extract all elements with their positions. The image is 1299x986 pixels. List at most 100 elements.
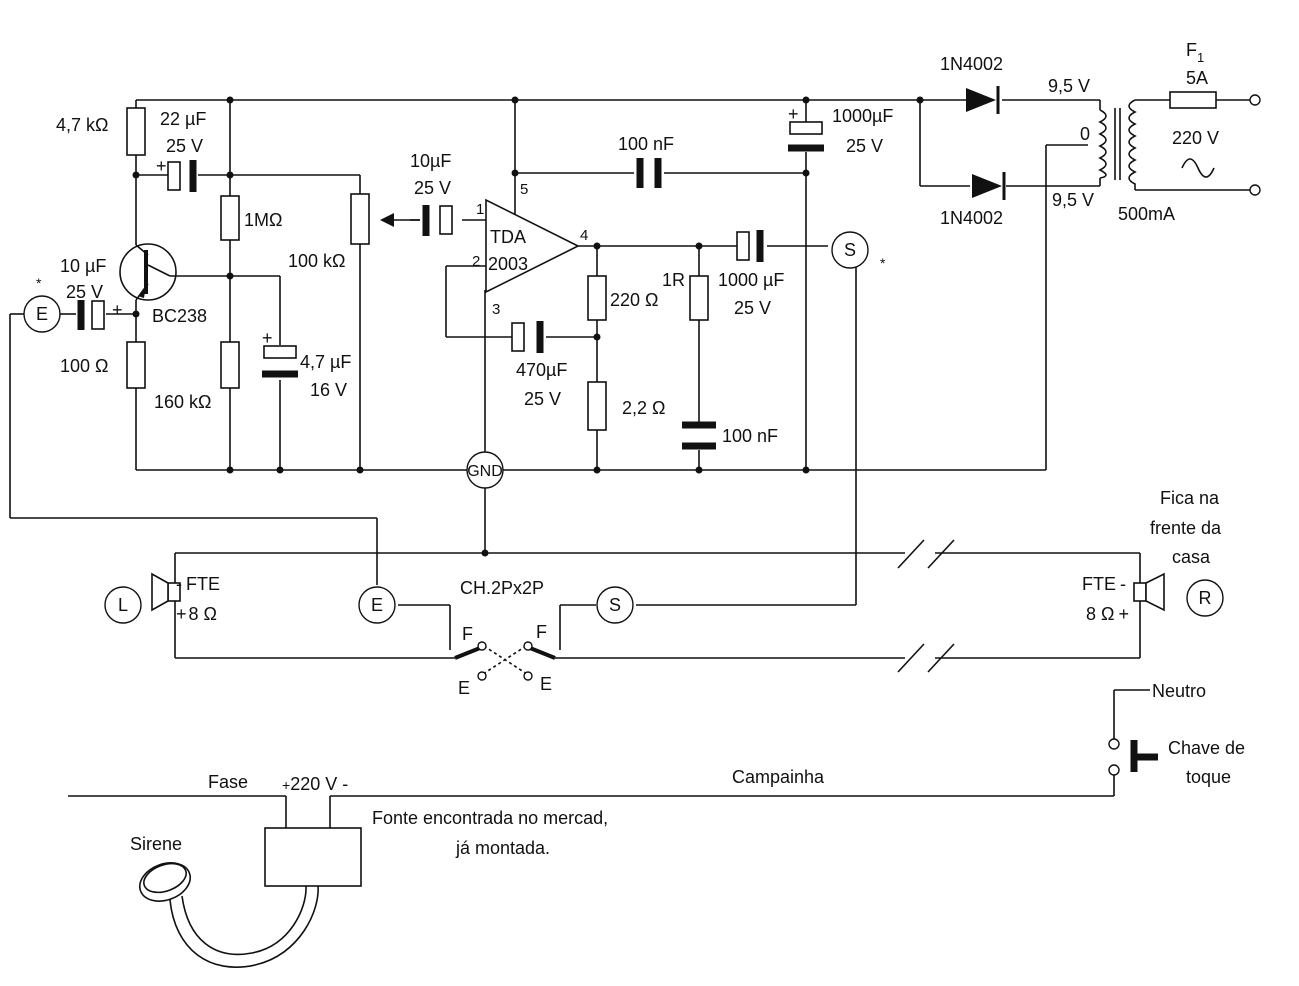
cap-emitter <box>262 345 298 378</box>
cap-470 <box>511 321 544 353</box>
label-mains-voltage: 220 V <box>1172 128 1219 148</box>
mains-terminal-top <box>1249 94 1261 106</box>
junction-dots <box>132 96 924 557</box>
transformer <box>1098 99 1137 190</box>
label-ic-line1: TDA <box>490 227 526 247</box>
fuse <box>1169 91 1217 109</box>
ic-tda2003 <box>485 198 580 294</box>
label-speaker-right-imp: 8 Ω+ <box>1086 604 1129 624</box>
label-cap-filter-value: 1000µF <box>832 106 893 126</box>
label-cap-output-voltage: 25 V <box>734 298 771 318</box>
label-ic-line2: 2003 <box>488 254 528 274</box>
label-switch-name: CH.2Px2P <box>460 578 544 598</box>
switch-dpdt <box>454 641 556 681</box>
terminal-E-input <box>23 295 61 333</box>
label-r-1R: 1R <box>662 270 685 290</box>
terminal-S-switch-label: S <box>609 595 621 615</box>
speaker-left <box>151 572 181 612</box>
cap-feedback <box>167 160 197 192</box>
terminal-E-input-label: E <box>36 304 48 324</box>
label-cap-feedback-value: 22 µF <box>160 109 206 129</box>
label-r-bias-top: 4,7 kΩ <box>56 115 108 135</box>
label-supply-voltage: +220 V- <box>282 774 348 794</box>
label-tx-center: 0 <box>1080 124 1090 144</box>
label-speaker-left-imp: +8 Ω <box>176 604 217 624</box>
terminal-E-switch-label: E <box>371 595 383 615</box>
label-cap-emitter-value: 4,7 µF <box>300 352 351 372</box>
label-diode-bottom: 1N4002 <box>940 208 1003 228</box>
bell-wiring <box>68 689 1158 828</box>
r-1M <box>220 195 240 241</box>
terminal-R <box>1186 579 1224 617</box>
label-r-220: 220 Ω <box>610 290 659 310</box>
siren <box>139 862 319 968</box>
label-neutral: Neutro <box>1152 681 1206 701</box>
terminal-R-label: R <box>1199 588 1212 608</box>
terminal-S-switch <box>596 586 634 624</box>
label-speaker-right-name: FTE- <box>1082 574 1126 594</box>
cap-input-tr <box>77 300 105 330</box>
label-fuse-name: F1 <box>1186 40 1204 65</box>
label-tx-top: 9,5 V <box>1048 76 1090 96</box>
label-fuse-rating: 5A <box>1186 68 1208 88</box>
label-cap-input-tr-plus: + <box>112 300 123 320</box>
label-switch-F-right: F <box>536 622 547 642</box>
terminal-S-output-label: S <box>844 240 856 260</box>
amp-wires <box>410 219 857 606</box>
label-ic-pin3: 3 <box>492 301 500 318</box>
label-pot: 100 kΩ <box>288 251 346 271</box>
label-supply-note-1: Fonte encontrada no mercad, <box>372 808 608 828</box>
label-r-22: 2,2 Ω <box>622 398 665 418</box>
label-cap-filter-plus: + <box>788 104 799 124</box>
label-cap-470-voltage: 25 V <box>524 389 561 409</box>
label-cap-feedback-voltage: 25 V <box>166 136 203 156</box>
terminal-L <box>104 586 142 624</box>
label-switch-bell-2: toque <box>1186 767 1231 787</box>
terminal-E-switch <box>358 586 396 624</box>
label-campainha: Campainha <box>732 767 825 787</box>
label-cap-input-ic-value: 10µF <box>410 151 451 171</box>
label-switch-E-right: E <box>540 674 552 694</box>
label-tx-current: 500mA <box>1118 204 1175 224</box>
r-22 <box>587 381 607 431</box>
transistor-bc238 <box>119 243 177 301</box>
label-switch-bell-1: Chave de <box>1168 738 1245 758</box>
preamp-wires <box>60 100 1046 471</box>
label-speaker-left-name: -FTE <box>176 574 220 594</box>
cap-input-ic <box>422 205 453 236</box>
label-note-front-2: frente da <box>1150 518 1222 538</box>
cap-filter <box>788 100 824 470</box>
diode-bottom <box>972 172 1006 200</box>
label-diode-top: 1N4002 <box>940 54 1003 74</box>
label-transistor: BC238 <box>152 306 207 326</box>
label-note-front-1: Fica na <box>1160 488 1220 508</box>
label-cap-filter-voltage: 25 V <box>846 136 883 156</box>
label-supply-note-2: já montada. <box>455 838 550 858</box>
mains-terminal-bottom <box>1249 184 1261 196</box>
cap-supply-bypass <box>514 100 806 215</box>
supply-rail-wires <box>136 99 1250 470</box>
label-cap-input-ic-voltage: 25 V <box>414 178 451 198</box>
pot-100k <box>350 193 370 245</box>
r-100 <box>126 341 146 389</box>
label-ic-pin1: 1 <box>476 201 484 218</box>
label-ic-pin4: 4 <box>580 227 588 244</box>
label-cap-input-tr-star: * <box>36 275 42 291</box>
label-cap-input-tr-value: 10 µF <box>60 256 106 276</box>
label-r-100: 100 Ω <box>60 356 109 376</box>
label-fase: Fase <box>208 772 248 792</box>
terminal-S-output <box>831 231 869 269</box>
label-note-front-3: casa <box>1172 547 1211 567</box>
r-160k <box>220 341 240 389</box>
label-cap-output-value: 1000 µF <box>718 270 784 290</box>
label-cap-emitter-voltage: 16 V <box>310 380 347 400</box>
speaker-right <box>1133 572 1165 612</box>
gnd-node <box>466 451 504 489</box>
label-cap-feedback-plus: + <box>156 156 167 176</box>
cap-zobel <box>682 421 716 450</box>
label-cap-supply-bypass: 100 nF <box>618 134 674 154</box>
label-r-160k: 160 kΩ <box>154 392 212 412</box>
speaker-wiring <box>9 313 1141 673</box>
label-r-1M: 1MΩ <box>244 210 282 230</box>
